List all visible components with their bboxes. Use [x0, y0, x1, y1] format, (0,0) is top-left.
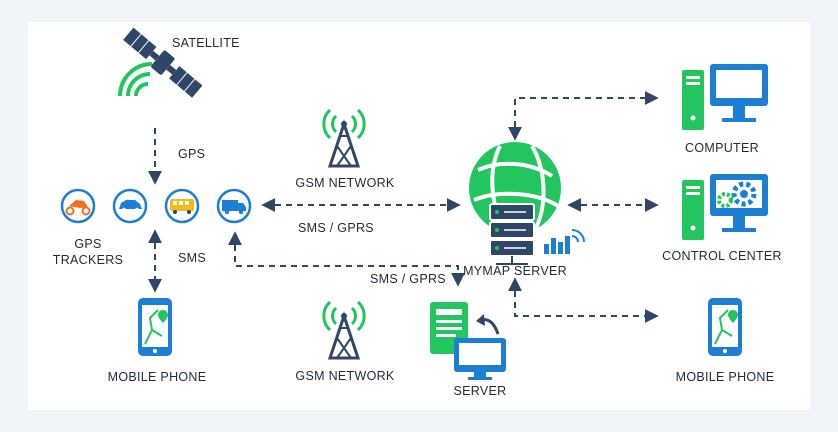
tracker-bus-icon	[164, 188, 200, 224]
tracker-van-icon	[216, 188, 252, 224]
sms-gprs-main-label: SMS / GPRS	[298, 221, 374, 235]
gsm-tower-top-icon	[322, 108, 366, 168]
satellite-icon	[118, 27, 203, 98]
mobile-phone-right-icon	[708, 298, 742, 356]
gps-trackers-label: GPS TRACKERS	[52, 237, 124, 267]
mobile-phone-left-label: MOBILE PHONE	[107, 370, 207, 384]
gsm-network-top-label: GSM NETWORK	[295, 176, 395, 190]
link-mymap-computer	[508, 91, 659, 141]
sms-link-label: SMS	[178, 251, 206, 265]
gsm-tower-bottom-icon	[322, 300, 366, 360]
control-center-label: CONTROL CENTER	[662, 249, 782, 263]
mobile-phone-right-label: MOBILE PHONE	[675, 370, 775, 384]
link-mymap-phone	[508, 277, 659, 323]
mobile-phone-left-icon	[138, 298, 172, 356]
gps-link-label: GPS	[178, 147, 206, 161]
satellite-label: SATELLITE	[172, 36, 240, 50]
tracker-car-icon	[112, 188, 148, 224]
computer-label: COMPUTER	[685, 141, 759, 155]
server-label: SERVER	[453, 384, 507, 398]
control-center-icon	[682, 174, 768, 240]
bar-chart-logo-icon	[544, 229, 585, 254]
mymap-server-icon	[469, 142, 561, 265]
link-trackers-server	[228, 231, 465, 287]
computer-icon	[682, 64, 768, 130]
server-icon	[430, 302, 506, 380]
mymap-server-label: MYMAP SERVER	[463, 264, 567, 278]
tracker-motorcycle-icon	[60, 188, 96, 224]
gsm-network-bottom-label: GSM NETWORK	[295, 369, 395, 383]
sms-gprs-server-label: SMS / GPRS	[370, 272, 446, 286]
